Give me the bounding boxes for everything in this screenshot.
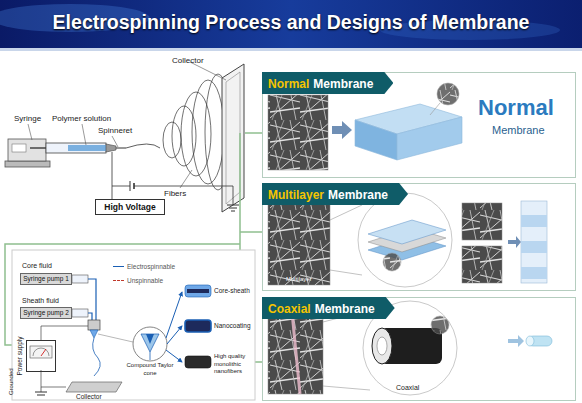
callout-label: Grounded [8, 365, 16, 399]
callout-label: High quality monolithic nanofibers [214, 353, 254, 376]
syringe-pump: Syringe pump 1 [20, 273, 72, 285]
callout-label: Core-sheath [214, 287, 250, 295]
panel-tab: Normal Membrane [262, 72, 393, 94]
callout-label: Compound Taylor cone [124, 362, 176, 377]
callout-label: Syringe [14, 114, 41, 124]
callout-label: Fibers [164, 189, 186, 199]
power-supply: Power supply [26, 340, 56, 372]
callout-label: Polymer solution [52, 114, 111, 124]
panel-tab: Coaxial Membrane [262, 297, 395, 319]
box-text: Syringe pump 2 [23, 308, 69, 318]
high-voltage-box: High Voltage [95, 199, 165, 215]
device-label: Power supply [16, 332, 24, 380]
callout-label: Collector [172, 56, 204, 66]
title-text: Electrospinning Process and Designs of M… [0, 11, 582, 34]
callout-label: Nanocoating [214, 322, 251, 330]
tab-heading: Membrane [313, 77, 373, 91]
tab-heading: Membrane [328, 188, 388, 202]
callout-label: Multilayer [286, 276, 312, 284]
legend-sample [113, 280, 124, 281]
membrane-panel: Multilayer Membrane [262, 183, 576, 291]
legend-sample [113, 266, 124, 267]
tab-keyword: Multilayer [268, 188, 324, 202]
panel-tab: Multilayer Membrane [262, 183, 408, 205]
tab-keyword: Normal [268, 77, 309, 91]
callout-label: Coaxial [396, 384, 419, 393]
box-text: High Voltage [104, 202, 155, 212]
callout-label: Core fluid [22, 262, 52, 271]
tab-heading: Membrane [315, 302, 375, 316]
legend-text: Unspinnable [127, 276, 163, 285]
legend-text: Electrospinnable [127, 262, 175, 271]
callout-label: Spinneret [98, 126, 132, 136]
callout-label: Sheath fluid [22, 297, 59, 306]
callout-label: Membrane [492, 124, 545, 137]
tab-keyword: Coaxial [268, 302, 311, 316]
syringe-pump: Syringe pump 2 [20, 307, 72, 319]
box-text: Syringe pump 1 [23, 274, 69, 284]
callout-label: Normal [478, 96, 554, 120]
callout-label: Collector [76, 393, 102, 401]
